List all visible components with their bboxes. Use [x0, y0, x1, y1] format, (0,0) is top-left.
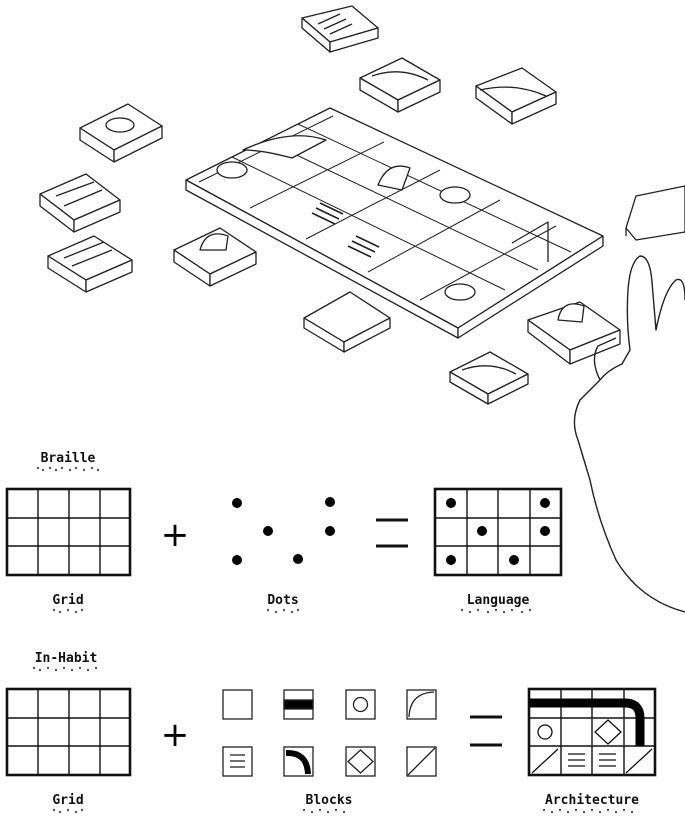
tactile-board-illustration [39, 5, 685, 613]
language-grid [433, 487, 563, 577]
loose-tile-curve [173, 227, 257, 287]
equals-sign [470, 715, 502, 747]
inhabit-equation: In-Habit Grid + [5, 651, 657, 814]
block-diagonal [406, 746, 437, 777]
braille-heading-dots [36, 466, 100, 472]
language-dots [446, 498, 550, 565]
architecture-caption: Architecture [545, 793, 639, 808]
loose-tile-waves [359, 57, 441, 113]
block-plain [222, 689, 253, 720]
dots-caption-dots [266, 608, 300, 614]
architecture-grid [527, 687, 657, 777]
grid-caption-dots [52, 608, 84, 614]
plus-sign: + [161, 515, 190, 555]
curve-bump [377, 165, 411, 191]
grid-caption: Grid [52, 793, 83, 808]
loose-tile-waves [449, 351, 529, 405]
loose-tile-ridge [39, 173, 121, 233]
loose-tile-circle [79, 103, 163, 163]
plus-sign: + [161, 715, 190, 755]
language-caption: Language [467, 593, 530, 608]
diagonal-tile [511, 221, 549, 262]
held-tile-curve [527, 301, 621, 365]
block-lines [222, 746, 253, 777]
block-diamond [345, 746, 376, 777]
grid-caption-dots [52, 808, 84, 814]
hand-thumb [593, 337, 617, 381]
circle-bump [444, 283, 476, 301]
braille-grid [5, 487, 132, 577]
blocks-set [222, 689, 437, 777]
blocks-caption-dots [302, 808, 346, 814]
inhabit-grid [5, 687, 132, 777]
dots-caption: Dots [267, 593, 298, 608]
braille-heading: Braille [41, 451, 96, 466]
braille-equation: Braille Grid + [5, 451, 563, 614]
blocks-caption: Blocks [306, 793, 353, 808]
grid-caption: Grid [52, 593, 83, 608]
stripe-bumps [311, 202, 380, 258]
inhabit-heading: In-Habit [35, 651, 98, 666]
block-arc [406, 689, 437, 720]
block-circle [345, 689, 376, 720]
circle-bump [216, 161, 248, 179]
hand-outline [573, 255, 685, 613]
loose-tile-stripes [301, 5, 379, 53]
loose-tile-plain [303, 291, 391, 353]
architecture-caption-dots [542, 808, 634, 814]
loose-tile-arc [475, 67, 557, 125]
block-curve [283, 746, 314, 777]
arc-tile [242, 135, 327, 159]
equals-sign [376, 518, 408, 548]
board [185, 107, 604, 339]
loose-tile-ridge [47, 235, 133, 293]
loose-tile-plain [625, 185, 685, 241]
inhabit-heading-dots [32, 666, 98, 672]
circle-bump [439, 186, 471, 204]
block-bar [283, 689, 314, 720]
braille-dots-set [232, 497, 335, 565]
language-caption-dots [460, 608, 532, 614]
board-grid [198, 115, 572, 301]
